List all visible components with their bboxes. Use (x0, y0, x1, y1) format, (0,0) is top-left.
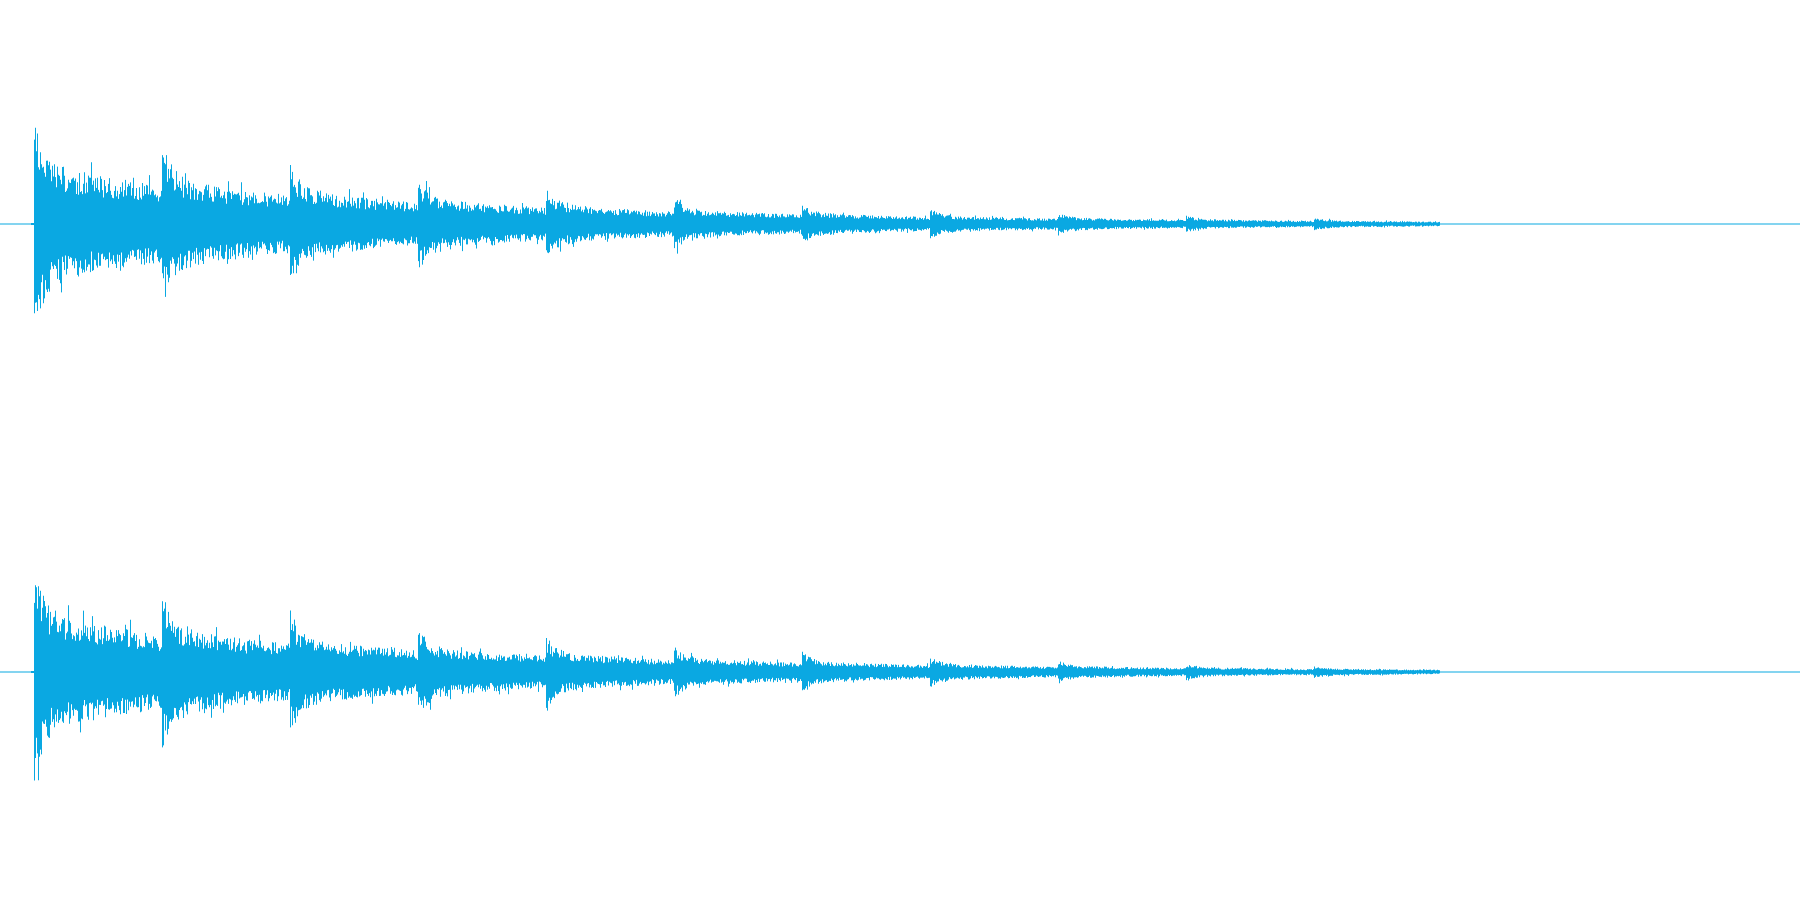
channel-2-waveform (0, 585, 1800, 781)
waveform-trace (31, 127, 1440, 314)
channel-1-waveform (0, 127, 1800, 314)
waveform-trace (31, 585, 1440, 781)
